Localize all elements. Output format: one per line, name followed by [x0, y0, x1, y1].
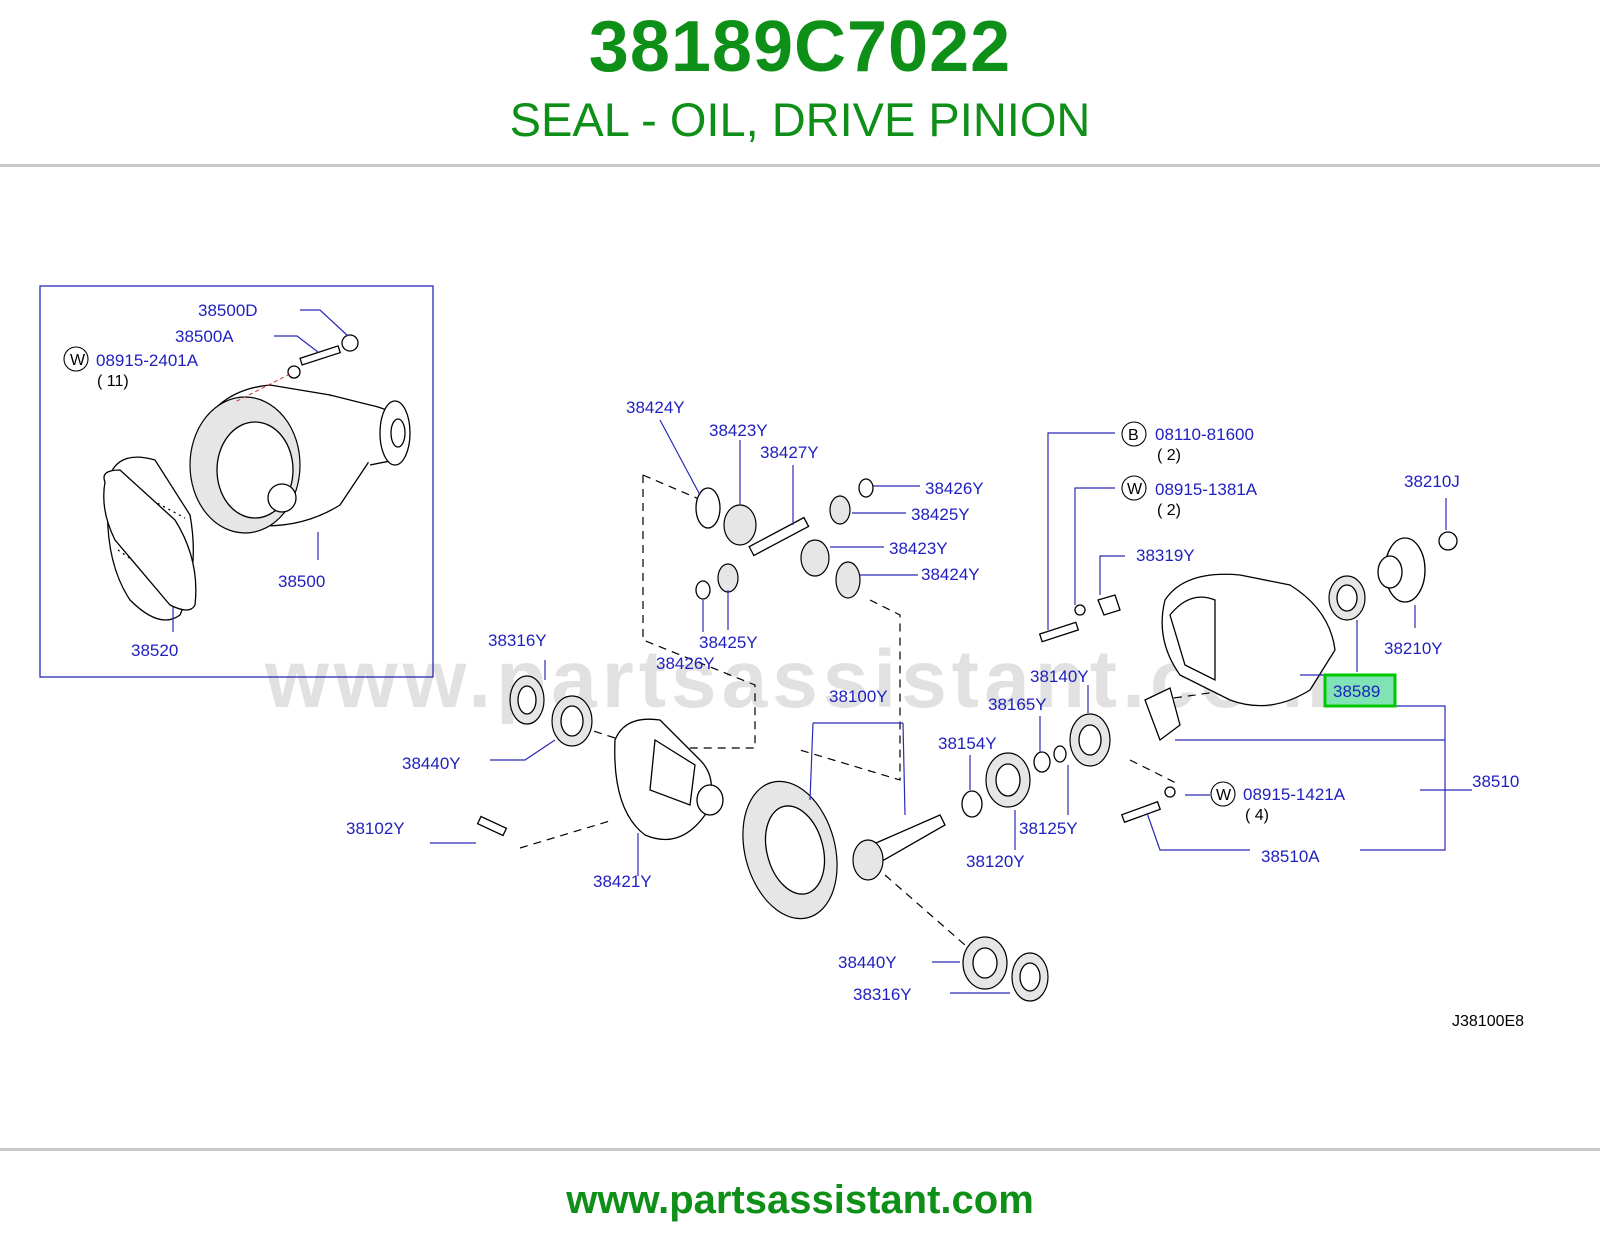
qty-08915-2401A: ( 11)	[97, 373, 129, 390]
qty-08110-81600: ( 2)	[1157, 447, 1181, 464]
label-08915-1381A[interactable]: 08915-1381A	[1155, 480, 1258, 499]
part-name-subtitle: SEAL - OIL, DRIVE PINION	[509, 93, 1091, 146]
label-38210J[interactable]: 38210J	[1404, 472, 1460, 491]
label-38154Y[interactable]: 38154Y	[938, 734, 997, 753]
differential-case-drawing	[614, 718, 724, 841]
label-38425Y-top[interactable]: 38425Y	[911, 505, 970, 524]
label-38423Y-top[interactable]: 38423Y	[709, 421, 768, 440]
label-38140Y[interactable]: 38140Y	[1030, 667, 1089, 686]
label-38165Y[interactable]: 38165Y	[988, 695, 1047, 714]
label-38589[interactable]: 38589	[1333, 682, 1380, 701]
gasket-drawing	[103, 469, 197, 611]
label-38510A[interactable]: 38510A	[1261, 847, 1320, 866]
label-38424Y-top[interactable]: 38424Y	[626, 398, 685, 417]
label-08110-81600[interactable]: 08110-81600	[1155, 425, 1254, 444]
label-38426Y-low[interactable]: 38426Y	[656, 654, 715, 673]
highlighted-part-38589[interactable]: 38589	[1323, 673, 1397, 708]
label-08915-1421A[interactable]: 08915-1421A	[1243, 785, 1346, 804]
label-38520[interactable]: 38520	[131, 641, 178, 660]
washer-code-icon-2: W	[1121, 475, 1147, 501]
bolt-code-icon: B	[1121, 421, 1147, 447]
label-38421Y[interactable]: 38421Y	[593, 872, 652, 891]
parts-diagram: www.partsassistant.com 38500D 38500A W 0…	[39, 285, 1524, 1030]
label-38319Y[interactable]: 38319Y	[1136, 546, 1195, 565]
carrier-housing-drawing	[1038, 531, 1458, 824]
svg-text:B: B	[1128, 427, 1139, 444]
label-38316Y-left[interactable]: 38316Y	[488, 631, 547, 650]
assembly-inset-box	[39, 285, 434, 678]
label-38425Y-low[interactable]: 38425Y	[699, 633, 758, 652]
label-38510[interactable]: 38510	[1472, 772, 1519, 791]
label-38210Y[interactable]: 38210Y	[1384, 639, 1443, 658]
label-38316Y-bottom[interactable]: 38316Y	[853, 985, 912, 1004]
label-38102Y[interactable]: 38102Y	[346, 819, 405, 838]
label-38500A[interactable]: 38500A	[175, 327, 234, 346]
label-08915-2401A[interactable]: 08915-2401A	[96, 351, 199, 370]
label-38125Y[interactable]: 38125Y	[1019, 819, 1078, 838]
washer-code-icon: W	[63, 346, 89, 372]
washer-code-icon-3: W	[1210, 781, 1236, 807]
footer-url[interactable]: www.partsassistant.com	[566, 1178, 1034, 1222]
footer-divider	[0, 1148, 1600, 1151]
header-divider	[0, 164, 1600, 167]
svg-text:W: W	[1216, 787, 1232, 804]
qty-08915-1381A: ( 2)	[1157, 502, 1181, 519]
part-number-title: 38189C7022	[588, 7, 1012, 87]
label-38500D[interactable]: 38500D	[198, 301, 258, 320]
pinion-bearings-drawing	[961, 713, 1111, 1002]
leader-lines	[430, 419, 1472, 994]
label-38427Y[interactable]: 38427Y	[760, 443, 819, 462]
label-38423Y-mid[interactable]: 38423Y	[889, 539, 948, 558]
svg-text:W: W	[1127, 481, 1143, 498]
ring-pinion-drawing	[742, 780, 946, 920]
label-38440Y-left[interactable]: 38440Y	[402, 754, 461, 773]
label-38500[interactable]: 38500	[278, 572, 325, 591]
svg-text:W: W	[70, 352, 86, 369]
label-38120Y[interactable]: 38120Y	[966, 852, 1025, 871]
differential-gears-drawing	[695, 478, 874, 600]
label-38426Y-top[interactable]: 38426Y	[925, 479, 984, 498]
label-38100Y[interactable]: 38100Y	[829, 687, 888, 706]
label-38440Y-bottom[interactable]: 38440Y	[838, 953, 897, 972]
diagram-code: J38100E8	[1452, 1013, 1524, 1030]
label-38424Y-mid[interactable]: 38424Y	[921, 565, 980, 584]
qty-08915-1421A: ( 4)	[1245, 807, 1269, 824]
left-bearings-drawing	[476, 675, 593, 837]
